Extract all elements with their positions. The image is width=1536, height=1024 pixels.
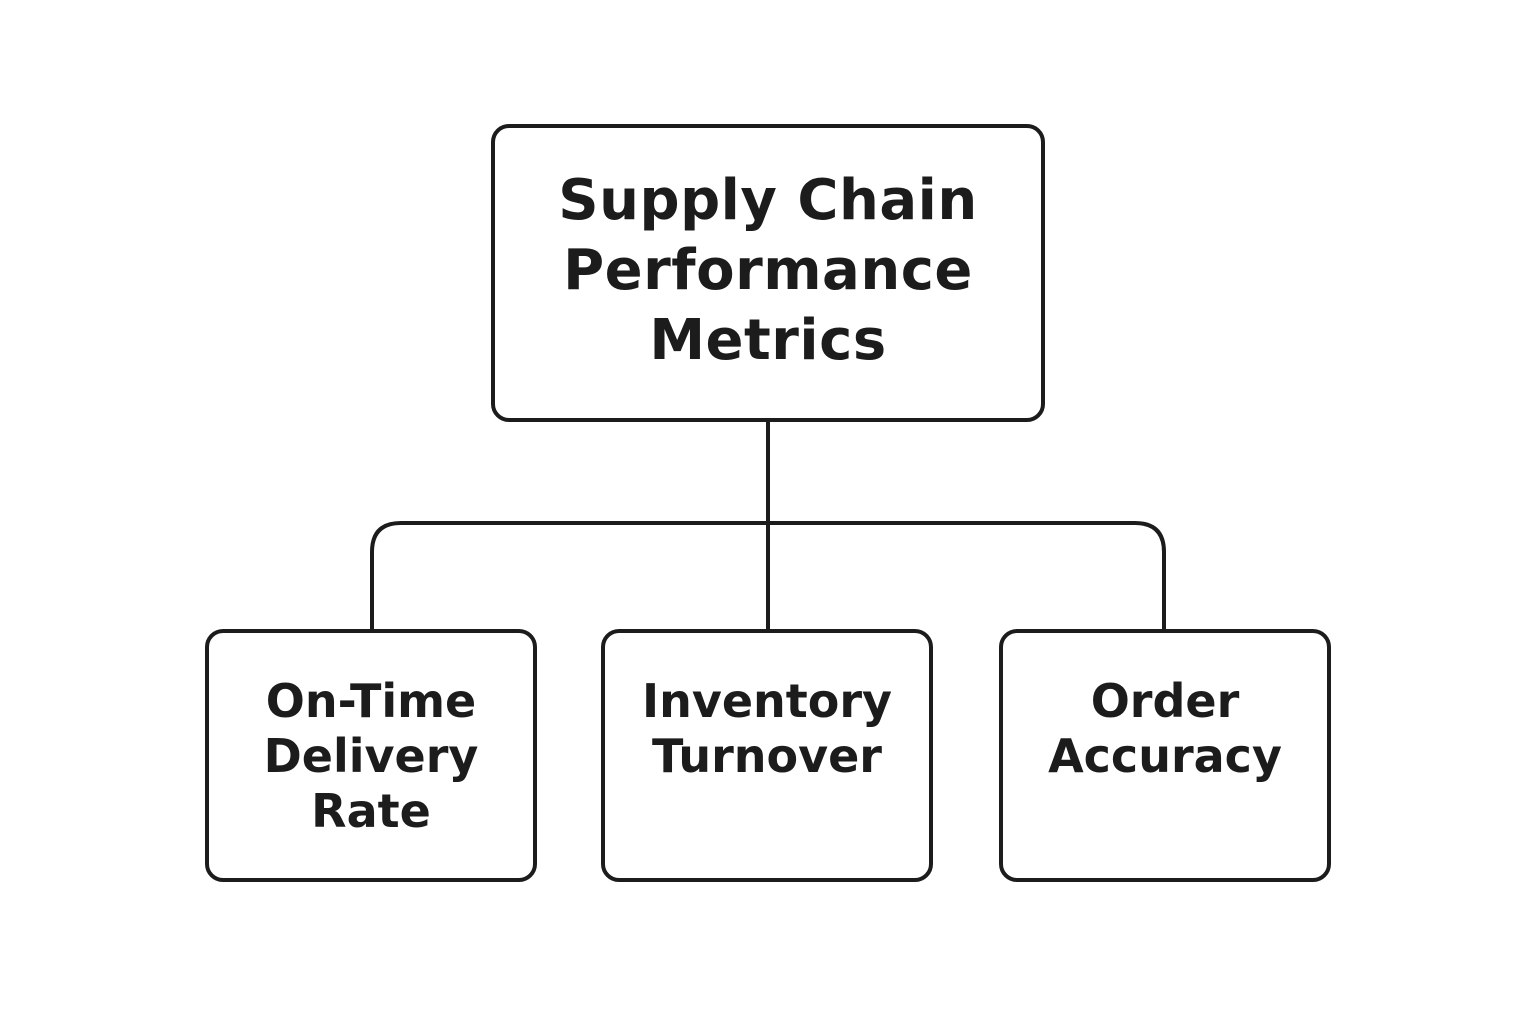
child-label-line: Order <box>1090 674 1240 728</box>
root-label-line: Supply Chain <box>558 168 978 233</box>
child-node-inventory-turnover: Inventory Turnover <box>601 629 933 882</box>
root-label-line: Metrics <box>649 308 887 373</box>
child-label-line: Inventory <box>641 674 893 728</box>
child-node-label: On-Time Delivery Rate <box>264 674 479 839</box>
root-node: Supply Chain Performance Metrics <box>491 124 1045 422</box>
child-node-on-time-delivery: On-Time Delivery Rate <box>205 629 537 882</box>
root-label-line: Performance <box>563 238 973 303</box>
child-label-line: Turnover <box>652 729 882 783</box>
connector-branch-bar <box>370 521 1166 629</box>
child-node-label: Inventory Turnover <box>642 674 892 784</box>
child-label-line: On-Time <box>265 674 477 728</box>
child-label-line: Delivery <box>263 729 479 783</box>
child-label-line: Accuracy <box>1048 729 1282 783</box>
child-label-line: Rate <box>311 784 431 838</box>
child-node-label: Order Accuracy <box>1048 674 1282 784</box>
child-node-order-accuracy: Order Accuracy <box>999 629 1331 882</box>
root-node-label: Supply Chain Performance Metrics <box>558 166 977 376</box>
